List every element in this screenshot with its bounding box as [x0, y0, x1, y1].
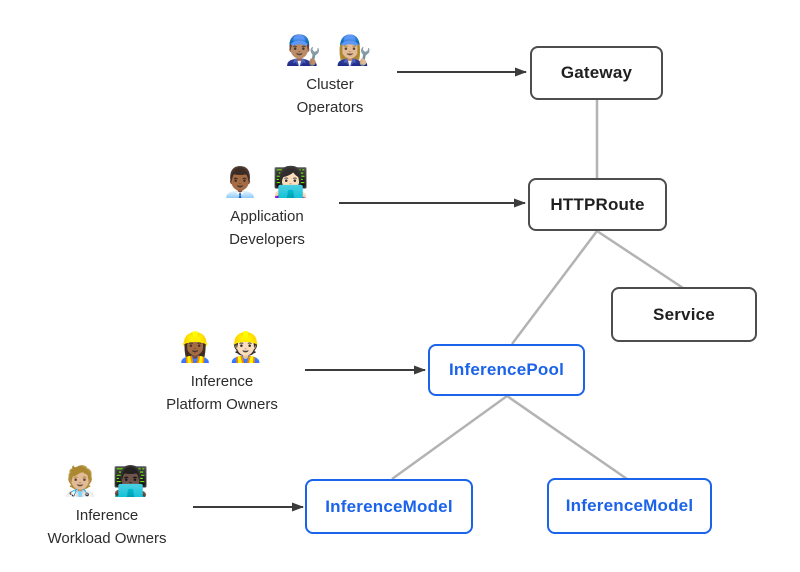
persona-label: Operators — [296, 99, 364, 116]
persona-cluster-operators: 👨🏽‍🔧 👩🏼‍🔧 Cluster Operators — [245, 31, 415, 119]
persona-label: Platform Owners — [166, 396, 278, 413]
node-gateway-label: Gateway — [560, 63, 633, 82]
persona-label: Inference — [75, 507, 139, 524]
node-inferencemodel-left-label: InferenceModel — [325, 496, 453, 516]
node-inferencepool-label: InferencePool — [448, 360, 565, 379]
node-inferencemodel-left: InferenceModel — [305, 479, 473, 534]
persona-application-developers: 👨🏾‍💼 👩🏻‍💻 Application Developers — [182, 163, 352, 251]
node-service: Service — [611, 287, 757, 342]
edge-httproute-service — [596, 229, 684, 290]
node-httproute-label: HTTPRoute — [550, 194, 645, 214]
persona-inference-platform-owners: 👷🏾‍♀️ 👷🏻 Inference Platform Owners — [137, 328, 307, 416]
node-inferencemodel-right: InferenceModel — [547, 478, 712, 534]
node-httproute: HTTPRoute — [528, 178, 667, 231]
persona-label: Workload Owners — [47, 530, 167, 547]
construction-workers-emoji-icon: 👷🏾‍♀️ 👷🏻 — [177, 332, 267, 364]
workload-owners-emoji-icon: 🧑🏼‍⚕️ 👨🏿‍💻 — [62, 466, 152, 498]
edge-inferencepool-model-left — [391, 394, 508, 481]
developers-emoji-icon: 👨🏾‍💼 👩🏻‍💻 — [222, 167, 312, 199]
persona-inference-workload-owners: 🧑🏼‍⚕️ 👨🏿‍💻 Inference Workload Owners — [22, 462, 192, 550]
persona-label: Cluster — [306, 76, 354, 93]
node-inferencemodel-right-label: InferenceModel — [565, 496, 694, 515]
edge-httproute-inferencepool — [511, 230, 598, 345]
persona-label: Application — [230, 208, 304, 225]
node-inferencepool: InferencePool — [428, 344, 585, 396]
persona-label: Inference — [190, 373, 254, 390]
node-gateway: Gateway — [530, 46, 663, 100]
edge-inferencepool-model-right — [506, 394, 628, 481]
mechanics-emoji-icon: 👨🏽‍🔧 👩🏼‍🔧 — [285, 35, 375, 67]
persona-label: Developers — [229, 231, 305, 248]
node-service-label: Service — [653, 304, 715, 324]
